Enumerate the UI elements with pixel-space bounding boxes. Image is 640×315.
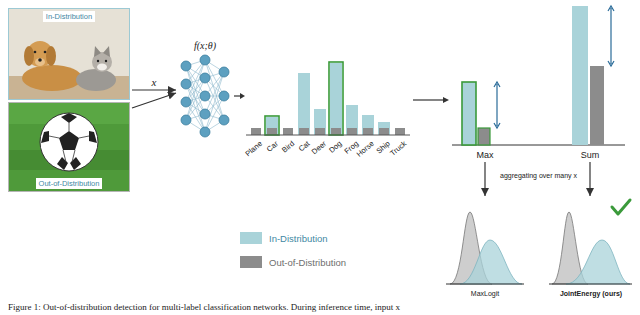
photo-ground: [8, 8, 130, 100]
class-label: Bird: [280, 139, 296, 154]
sum-in-bar: [572, 6, 588, 145]
soccer-ball: [40, 113, 98, 171]
node-text: MaxLogit: [470, 290, 500, 297]
gap-arrow: [494, 82, 500, 128]
network-neurons: [181, 55, 229, 137]
arrow-head: [443, 97, 449, 103]
ball-seams: [49, 123, 89, 162]
max-in-bar: [462, 82, 476, 145]
node-text: Out-of-Distribution: [36, 178, 103, 189]
density-plot: MaxLogit: [445, 196, 525, 297]
sum-out-bar: [590, 66, 604, 145]
max-highlight: [265, 116, 279, 135]
max-out-bar: [478, 128, 490, 145]
figure-caption: Figure 1: Out-of-distribution detection …: [8, 302, 400, 312]
legend-swatch: [240, 256, 262, 268]
grass: [8, 102, 130, 192]
legend-swatch: [240, 232, 262, 244]
node-text: In-Distribution: [43, 11, 95, 22]
class-label: Horse: [355, 139, 376, 159]
out-of-distribution-logits: [251, 128, 405, 135]
chart-baseline: [246, 135, 410, 136]
dog-nose: [38, 58, 42, 62]
ball-patches: [41, 113, 97, 170]
image-panel: In-Distribution: [8, 8, 130, 100]
node-text: f(x;θ): [194, 40, 216, 51]
edge-label: x: [150, 76, 159, 88]
node-text: Max: [474, 150, 495, 160]
connector-arrow: [589, 162, 590, 196]
sum-panel: Sum: [560, 4, 620, 160]
max-highlight: [329, 62, 343, 135]
in-distribution-logits: [266, 63, 390, 135]
cat-muzzle: [97, 64, 107, 71]
legend-entry: In-Distribution: [240, 232, 328, 244]
cat-body: [76, 69, 116, 91]
gap-arrow: [608, 6, 614, 66]
flow-arrow: [413, 99, 443, 100]
connector-arrow: [132, 89, 176, 90]
plot-axis: [446, 284, 524, 285]
max-panel: Max: [455, 70, 515, 160]
density-plot: JointEnergy (ours): [548, 196, 634, 297]
id-density: [566, 240, 630, 284]
image-panel: Out-of-Distribution: [8, 102, 130, 192]
dog-ear: [46, 46, 56, 66]
node-text: Sum: [579, 150, 602, 160]
dog-eye: [34, 51, 37, 54]
legend-text: In-Distribution: [269, 233, 328, 244]
id-density: [460, 240, 522, 284]
network: f(x;θ): [176, 40, 234, 140]
class-label: Truck: [388, 139, 408, 158]
dog-eye: [44, 51, 47, 54]
flow-arrow: [234, 95, 240, 96]
class-label: Deer: [310, 139, 328, 156]
cat-ears: [94, 46, 110, 57]
legend-text: Out-of-Distribution: [269, 257, 346, 268]
arrow-head: [240, 93, 245, 99]
class-label: Dog: [327, 139, 343, 155]
class-label: Cat: [297, 139, 312, 153]
connector-arrow: [484, 162, 485, 196]
ball-patch: [59, 131, 79, 150]
connector-arrow: [132, 93, 176, 108]
legend-entry: Out-of-Distribution: [240, 256, 346, 268]
dog-ear: [24, 46, 34, 66]
note-label: aggregating over many x: [498, 172, 579, 179]
check-mark: [612, 200, 630, 214]
dog-muzzle: [35, 58, 45, 66]
class-label: Plane: [243, 139, 263, 158]
cat-eye: [97, 60, 99, 62]
class-label: Car: [265, 139, 280, 154]
cat-eye: [105, 60, 107, 62]
dog-body: [22, 65, 82, 91]
network-links: [186, 60, 224, 132]
node-text: JointEnergy (ours): [559, 290, 623, 297]
plot-axis: [549, 284, 632, 285]
